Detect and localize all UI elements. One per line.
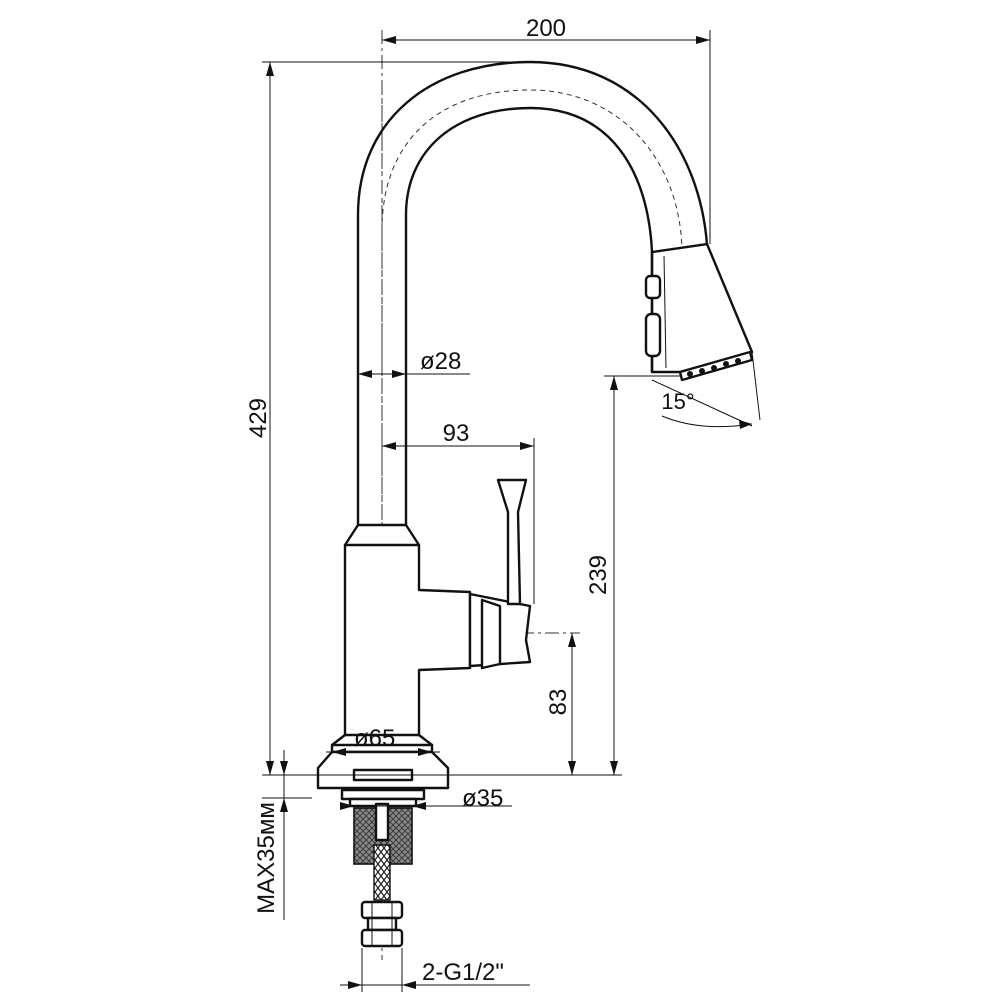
dim-spout-angle: 15° [651, 351, 761, 429]
pull-down-spray-head [644, 242, 754, 382]
hose-nut-upper [360, 900, 404, 920]
dim-total-height: 429 [245, 61, 530, 775]
dim-label-239: 239 [585, 555, 612, 595]
dim-shank-diameter: ø35 [340, 785, 512, 812]
center-lines [370, 30, 683, 960]
dim-handle-height: 83 [545, 633, 576, 775]
faucet-body [330, 523, 472, 754]
dim-label-83: 83 [545, 689, 572, 716]
dim-spout-reach: 200 [382, 15, 711, 244]
dim-max-counter-thickness: MAX35мм [253, 750, 288, 920]
lever-handle [468, 478, 532, 670]
dim-handle-reach: 93 [382, 420, 535, 604]
dim-label-93: 93 [443, 420, 470, 447]
base-plate [316, 750, 450, 790]
dim-label-dia28: ø28 [420, 348, 461, 375]
dim-spout-diameter: ø28 [358, 348, 470, 378]
dim-label-429: 429 [245, 398, 272, 438]
dim-supply-connections: 2-G1/2" [340, 948, 530, 992]
dim-label-200: 200 [526, 15, 566, 42]
dim-outlet-height: 239 [585, 375, 680, 775]
dim-label-dia35: ø35 [462, 785, 503, 812]
supply-hose [373, 844, 391, 901]
hose-nut-lower [360, 928, 404, 948]
dim-label-g12: 2-G1/2" [422, 959, 504, 986]
dim-label-15deg: 15° [661, 389, 694, 414]
spray-nozzles [687, 358, 741, 377]
dim-base-diameter: ø65 [326, 725, 440, 756]
dim-label-max35mm: MAX35мм [253, 802, 280, 914]
mounting-hardware [340, 788, 426, 948]
dim-label-dia65: ø65 [354, 725, 395, 752]
